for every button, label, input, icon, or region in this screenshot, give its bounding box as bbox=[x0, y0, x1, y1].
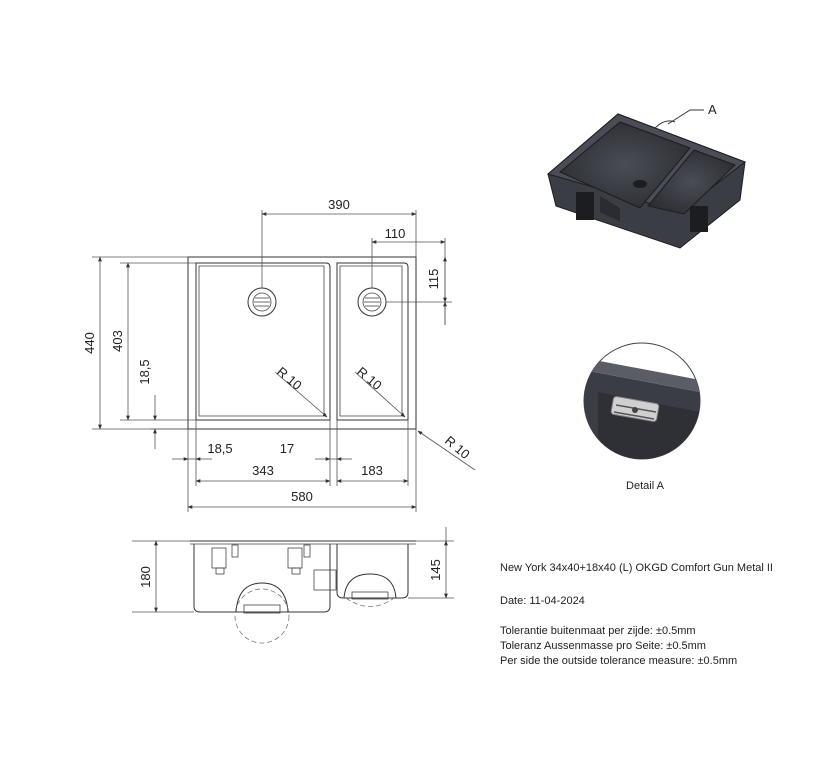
radius-right-label: R 10 bbox=[354, 364, 385, 393]
dim-183-label: 183 bbox=[361, 463, 383, 478]
side-right-bowl bbox=[336, 544, 409, 599]
callout-a: A bbox=[708, 102, 717, 117]
dim-440-label: 440 bbox=[82, 332, 97, 354]
dim-18-5-vertical-label: 18,5 bbox=[137, 359, 152, 384]
dim-115-label: 115 bbox=[426, 269, 441, 290]
right-bowl bbox=[336, 262, 409, 421]
top-view: 390 110 115 440 403 18,5 R 10 R 10 R 10 … bbox=[82, 197, 476, 512]
dim-580-label: 580 bbox=[291, 489, 313, 504]
iso-view: A bbox=[546, 102, 747, 249]
dim-145-label: 145 bbox=[428, 559, 443, 581]
dim-343-label: 343 bbox=[252, 463, 274, 478]
dim-110-label: 110 bbox=[385, 226, 406, 241]
dim-403-label: 403 bbox=[110, 330, 125, 352]
dim-180-label: 180 bbox=[138, 566, 153, 588]
detail-caption: Detail A bbox=[626, 480, 665, 492]
product-name: New York 34x40+18x40 (L) OKGD Comfort Gu… bbox=[500, 562, 773, 574]
left-drain bbox=[247, 287, 277, 317]
tolerance-de: Toleranz Aussenmasse pro Seite: ±0.5mm bbox=[500, 640, 706, 652]
side-view: 180 145 bbox=[132, 527, 454, 644]
side-left-bowl bbox=[193, 544, 331, 613]
dim-17-label: 17 bbox=[280, 441, 294, 456]
detail-a: Detail A bbox=[583, 342, 701, 492]
right-drain bbox=[357, 287, 387, 317]
dim-390-label: 390 bbox=[328, 197, 350, 212]
tolerance-nl: Tolerantie buitenmaat per zijde: ±0.5mm bbox=[500, 625, 696, 637]
date-text: Date: 11-04-2024 bbox=[500, 595, 585, 607]
tolerance-en: Per side the outside tolerance measure: … bbox=[500, 655, 738, 667]
left-bowl bbox=[195, 262, 331, 421]
sink-outline bbox=[187, 256, 417, 430]
dim-18-5-horizontal-label: 18,5 bbox=[207, 441, 232, 456]
radius-left-label: R 10 bbox=[274, 364, 305, 393]
